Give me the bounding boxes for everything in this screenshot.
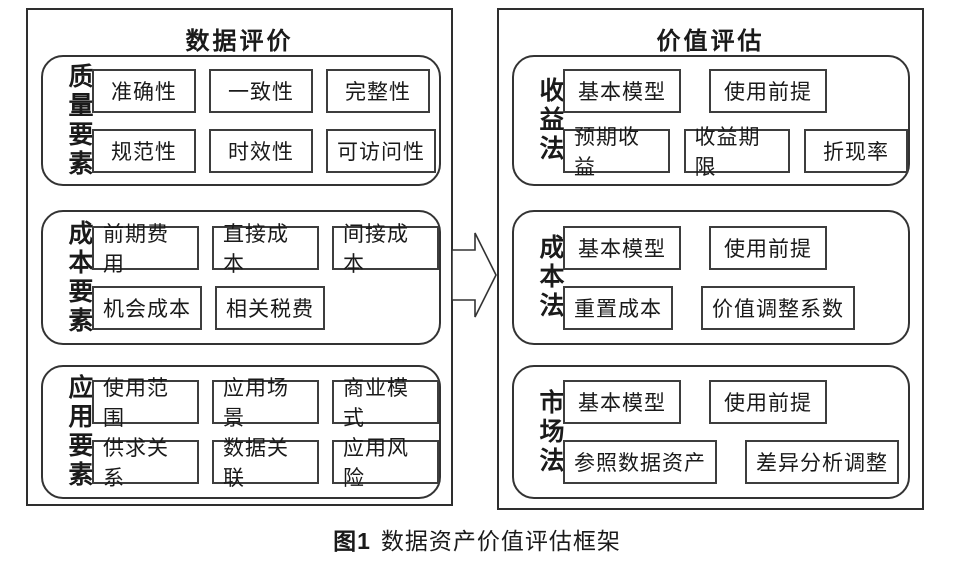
item-box-usage-premise: 使用前提 [709, 68, 827, 113]
item-box-data-linkage: 数据关联 [212, 436, 319, 490]
figure-caption-number: 图1 [333, 528, 371, 554]
row: 规范性 时效性 可访问性 [92, 128, 439, 173]
item-box-difference-analysis-adjustment: 差异分析调整 [745, 440, 899, 484]
row: 基本模型 使用前提 [563, 380, 908, 424]
section-label-application-factors: 应用要素 [65, 374, 92, 490]
item-box-expected-income: 预期收益 [563, 125, 670, 179]
section-cost-approach: 成本法 基本模型 使用前提 重置成本 价值调整系数 [512, 210, 910, 345]
item-box-accuracy: 准确性 [92, 68, 196, 113]
right-block-arrow-icon [452, 232, 497, 318]
section-label-income-approach: 收益法 [536, 77, 563, 164]
item-box-usage-premise: 使用前提 [709, 225, 827, 270]
section-label-cost-factors: 成本要素 [65, 219, 92, 336]
item-box-basic-model: 基本模型 [563, 380, 681, 424]
row: 参照数据资产 差异分析调整 [563, 440, 908, 484]
section-income-approach: 收益法 基本模型 使用前提 预期收益 收益期限 折现率 [512, 55, 910, 186]
item-box-replacement-cost: 重置成本 [563, 285, 673, 330]
row: 基本模型 使用前提 [563, 68, 908, 113]
row: 使用范围 应用场景 商业模式 [92, 376, 439, 430]
item-box-application-scenario: 应用场景 [212, 376, 319, 430]
item-box-income-period: 收益期限 [683, 125, 790, 179]
item-box-upfront-costs: 前期费用 [92, 222, 199, 276]
item-box-related-taxes: 相关税费 [215, 285, 325, 330]
item-box-usage-scope: 使用范围 [92, 376, 199, 430]
item-box-discount-rate: 折现率 [804, 128, 908, 173]
section-label-quality-factors: 质量要素 [65, 62, 92, 179]
row: 重置成本 价值调整系数 [563, 285, 908, 330]
section-market-approach: 市场法 基本模型 使用前提 参照数据资产 差异分析调整 [512, 365, 910, 499]
item-box-application-risk: 应用风险 [332, 436, 439, 490]
item-box-opportunity-cost: 机会成本 [92, 285, 202, 330]
item-box-supply-demand: 供求关系 [92, 436, 199, 490]
item-box-consistency: 一致性 [209, 68, 313, 113]
section-rows: 使用范围 应用场景 商业模式 供求关系 数据关联 应用风险 [91, 376, 439, 490]
section-rows: 前期费用 直接成本 间接成本 机会成本 相关税费 [91, 222, 439, 330]
row: 预期收益 收益期限 折现率 [563, 125, 908, 179]
row: 前期费用 直接成本 间接成本 [92, 222, 439, 276]
row: 基本模型 使用前提 [563, 225, 908, 270]
item-box-indirect-costs: 间接成本 [332, 222, 439, 276]
section-rows: 基本模型 使用前提 重置成本 价值调整系数 [562, 225, 908, 330]
panel-data-evaluation: 数据评价 质量要素 准确性 一致性 完整性 规范性 时效性 可访问性 成本要素 [26, 8, 453, 506]
row: 供求关系 数据关联 应用风险 [92, 436, 439, 490]
item-box-business-model: 商业模式 [332, 376, 439, 430]
item-box-normativity: 规范性 [92, 128, 196, 173]
section-rows: 准确性 一致性 完整性 规范性 时效性 可访问性 [91, 68, 439, 173]
section-rows: 基本模型 使用前提 参照数据资产 差异分析调整 [562, 380, 908, 484]
item-box-basic-model: 基本模型 [563, 225, 681, 270]
section-label-cost-approach: 成本法 [536, 234, 563, 321]
panel-title-data-evaluation: 数据评价 [185, 29, 294, 55]
item-box-completeness: 完整性 [326, 68, 430, 113]
section-quality-factors: 质量要素 准确性 一致性 完整性 规范性 时效性 可访问性 [41, 55, 441, 186]
item-box-reference-data-asset: 参照数据资产 [563, 440, 717, 484]
section-label-market-approach: 市场法 [536, 388, 563, 476]
section-rows: 基本模型 使用前提 预期收益 收益期限 折现率 [562, 68, 908, 179]
section-application-factors: 应用要素 使用范围 应用场景 商业模式 供求关系 数据关联 应用风险 [41, 365, 441, 499]
item-box-usage-premise: 使用前提 [709, 380, 827, 424]
figure-caption: 图1 数据资产价值评估框架 [0, 522, 954, 556]
item-box-timeliness: 时效性 [209, 128, 313, 173]
row: 准确性 一致性 完整性 [92, 68, 439, 113]
row: 机会成本 相关税费 [92, 285, 439, 330]
section-cost-factors: 成本要素 前期费用 直接成本 间接成本 机会成本 相关税费 [41, 210, 441, 345]
item-box-value-adjustment-coefficient: 价值调整系数 [701, 285, 855, 330]
figure-caption-title: 数据资产价值评估框架 [380, 529, 621, 554]
item-box-basic-model: 基本模型 [563, 68, 681, 113]
panel-title-value-assessment: 价值评估 [656, 29, 765, 55]
panel-value-assessment: 价值评估 收益法 基本模型 使用前提 预期收益 收益期限 折现率 成本法 基本模… [497, 8, 924, 510]
item-box-accessibility: 可访问性 [326, 128, 436, 173]
item-box-direct-costs: 直接成本 [212, 222, 319, 276]
